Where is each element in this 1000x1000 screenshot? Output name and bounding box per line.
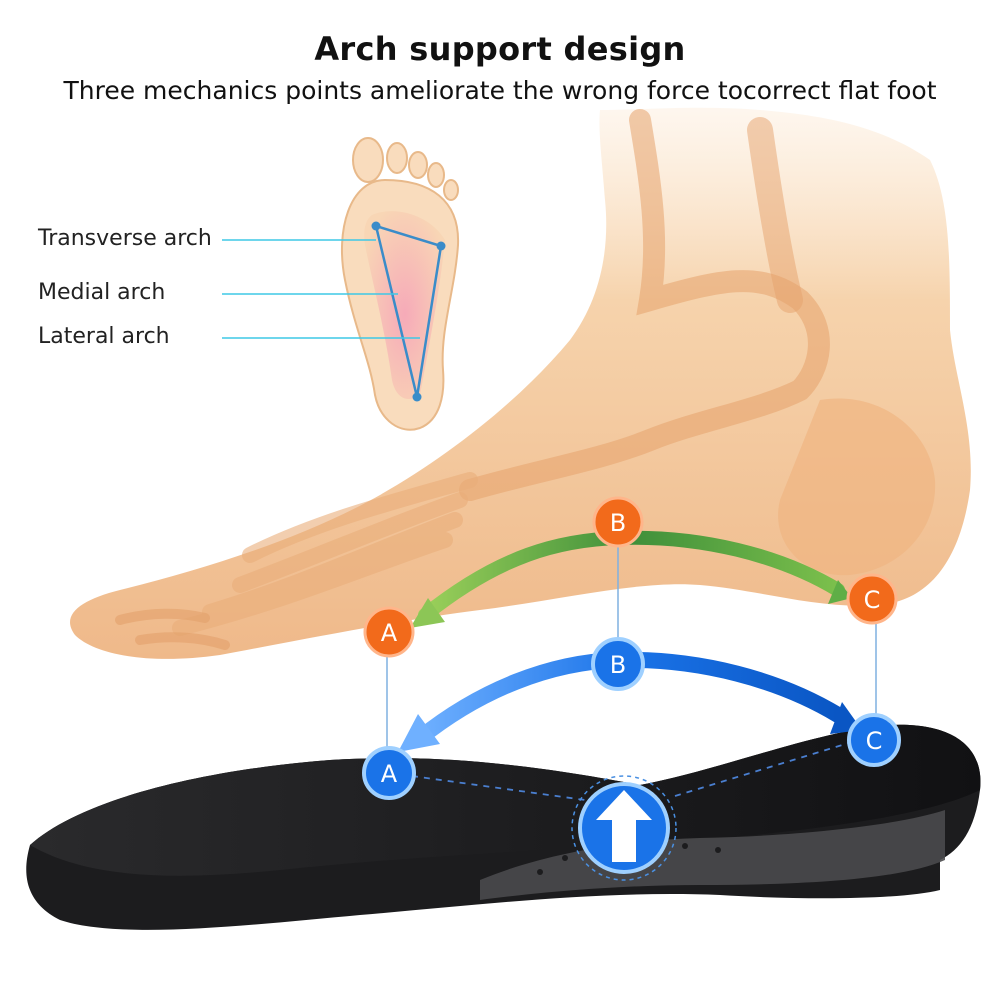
insole-point-c: C: [847, 713, 901, 767]
foot-point-b: B: [592, 496, 644, 548]
insole-point-c-label: C: [866, 727, 883, 755]
lateral-arch-label: Lateral arch: [38, 324, 170, 349]
foot-point-c: C: [846, 573, 898, 625]
page-title: Arch support design: [314, 30, 686, 68]
foot-point-c-label: C: [864, 586, 881, 614]
insole: [26, 724, 981, 930]
up-arrow-icon: [571, 775, 677, 881]
support-dashed-lines: [411, 741, 853, 801]
foot-point-a-label: A: [381, 619, 398, 647]
medial-arch-label: Medial arch: [38, 280, 166, 305]
insole-point-a: A: [362, 746, 416, 800]
insole-point-a-label: A: [381, 760, 398, 788]
page-subtitle: Three mechanics points ameliorate the wr…: [63, 76, 937, 105]
connector-lines: [386, 545, 877, 752]
foot-point-a: A: [363, 606, 415, 658]
transverse-arch-label: Transverse arch: [38, 226, 212, 251]
insole-point-b: B: [591, 637, 645, 691]
label-leader-lines: [222, 239, 420, 339]
foot-point-b-label: B: [610, 509, 626, 537]
footprint-diagram: [341, 137, 460, 431]
foot-silhouette: [70, 107, 971, 659]
insole-point-b-label: B: [610, 651, 626, 679]
